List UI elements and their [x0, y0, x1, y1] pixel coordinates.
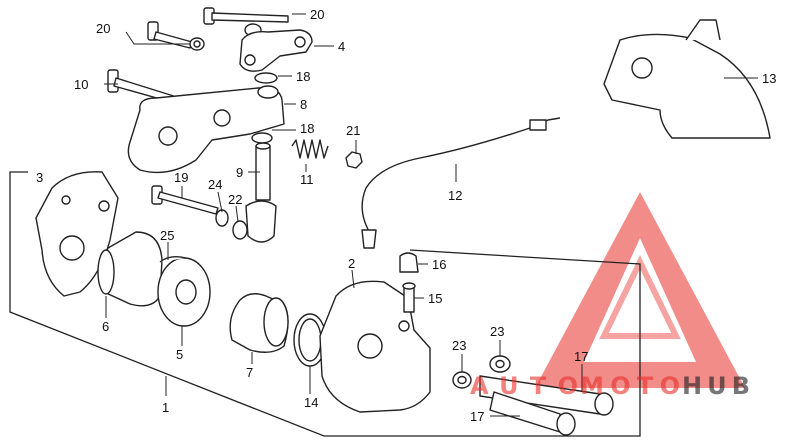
oring-part-18b [251, 132, 273, 144]
washer-part-23a [452, 371, 472, 389]
callout-label: 11 [300, 172, 314, 187]
callout-label: 5 [176, 347, 183, 362]
callout-label: 23 [490, 324, 504, 339]
callout-label: 7 [246, 365, 253, 380]
callout-label: 21 [346, 123, 360, 138]
watermark-moto: MOTO [580, 372, 680, 400]
callout-label: 1 [162, 400, 169, 415]
callout-label: 8 [300, 97, 307, 112]
callout-label: 17 [470, 409, 484, 424]
callout-label: 16 [432, 257, 446, 272]
housing-part-2 [319, 280, 431, 413]
sleeve-part-7 [229, 293, 289, 353]
callout-label: 24 [208, 177, 222, 192]
spring-part-11 [291, 139, 329, 159]
cap-part-16 [399, 252, 419, 273]
callout-label: 12 [448, 188, 462, 203]
bolt-part-19 [151, 185, 219, 215]
callout-label: 6 [102, 319, 109, 334]
cable-part-12 [361, 117, 561, 249]
callout-label: 10 [74, 77, 88, 92]
callout-label: 15 [428, 291, 442, 306]
bracket-part-4 [239, 29, 313, 72]
leader-lines [104, 13, 758, 417]
callout-label: 14 [304, 395, 318, 410]
washer-part-23b [489, 355, 511, 373]
bolt-part-20a [147, 21, 205, 51]
washer-part-24 [215, 209, 229, 227]
bolt-part-17b [489, 391, 576, 436]
plate-part-3 [35, 171, 119, 297]
callout-label: 19 [174, 170, 188, 185]
watermark-hub: HUB [682, 372, 750, 400]
callout-label: 4 [338, 39, 345, 54]
callout-label: 20 [96, 21, 110, 36]
callout-label: 23 [452, 338, 466, 353]
oring-part-18a [254, 72, 278, 84]
callout-label: 9 [236, 165, 243, 180]
callout-label: 25 [160, 228, 174, 243]
callout-label: 18 [296, 69, 310, 84]
cover-part-13 [603, 19, 771, 139]
callout-label: 20 [310, 7, 324, 22]
callout-label: 13 [762, 71, 776, 86]
watermark-wordmark: AUTO MOTO HUB [470, 372, 750, 400]
drum-part-6 [97, 231, 163, 307]
callout-label: 18 [300, 121, 314, 136]
callout-labels: 20 20 4 10 18 8 18 21 9 11 12 13 3 19 24… [36, 7, 776, 424]
shaft-part-9 [245, 142, 277, 243]
lever-part-8 [127, 85, 285, 174]
parts-drawing [35, 7, 771, 436]
callout-label: 17 [574, 349, 588, 364]
nut-part-21 [345, 151, 363, 169]
washer-part-22 [232, 220, 248, 240]
watermark-triangle-icon [535, 192, 745, 388]
callout-label: 22 [228, 192, 242, 207]
screw-part-15 [402, 282, 416, 313]
assembly-outline [9, 171, 641, 437]
bolt-part-17a [479, 375, 614, 416]
callout-label: 2 [348, 256, 355, 271]
wheel-part-5 [157, 255, 211, 327]
callout-label: 3 [36, 170, 43, 185]
